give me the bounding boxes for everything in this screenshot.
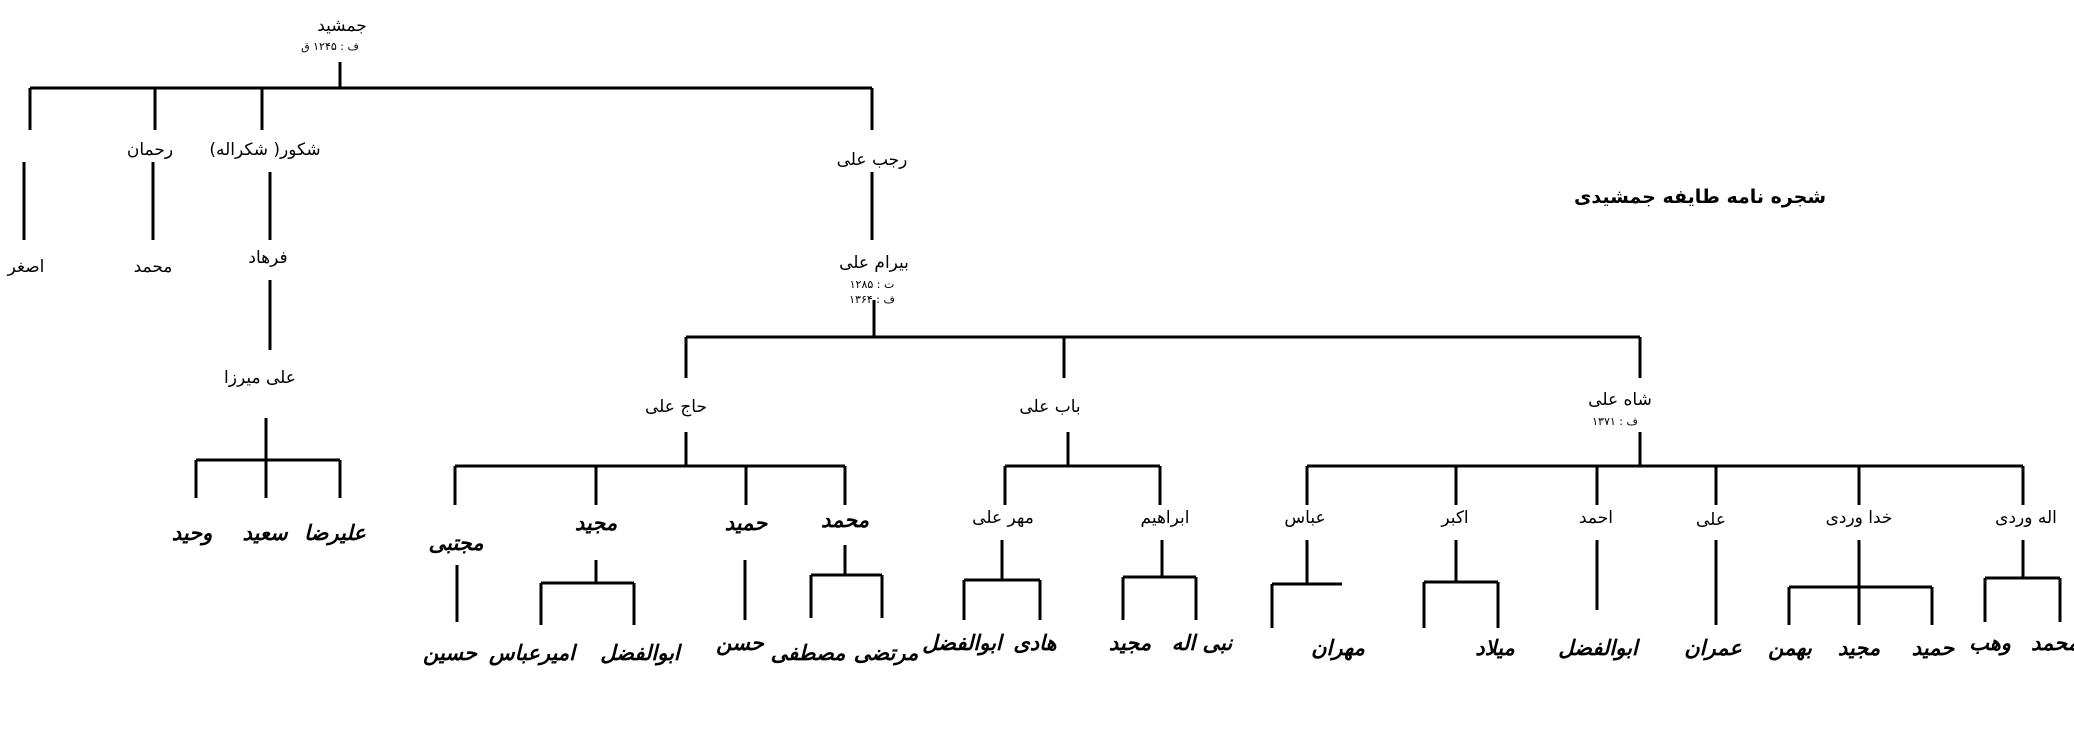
- tree-labels: شجره نامه طایفه جمشیدی جمشید ف : ۱۲۴۵ ق …: [7, 16, 2074, 666]
- diagram-title: شجره نامه طایفه جمشیدی: [1574, 186, 1826, 208]
- node-shahali: شاه علی: [1588, 390, 1652, 410]
- node-milad: میلاد: [1475, 635, 1515, 660]
- node-abolfazl-2: ابوالفضل: [922, 630, 1005, 656]
- node-mohammad-3: محمد: [2031, 630, 2074, 655]
- node-morteza: مرتضی: [854, 640, 919, 666]
- node-rahman: رحمان: [127, 140, 173, 160]
- node-shokur: شکور( شکراله): [209, 140, 320, 160]
- node-ahmad: احمد: [1579, 508, 1613, 528]
- node-jamshid: جمشید: [317, 16, 367, 36]
- node-hasan: حسن: [716, 630, 765, 656]
- node-mohammad2: محمد: [821, 507, 870, 532]
- node-abbas: عباس: [1284, 508, 1325, 528]
- node-hamid-2: حمید: [1912, 635, 1956, 660]
- node-hamid: حمید: [725, 510, 769, 535]
- node-bahramali-born: ت : ۱۲۸۵: [850, 278, 895, 291]
- node-hajali: حاج علی: [645, 397, 707, 417]
- node-mohammad: محمد: [134, 257, 173, 277]
- node-mojtaba: مجتبی: [429, 530, 485, 555]
- node-hosein: حسین: [423, 640, 478, 666]
- node-asghar: اصغر: [7, 257, 45, 277]
- node-babali: باب علی: [1019, 397, 1080, 417]
- node-nabiollah: نبی اله: [1172, 630, 1234, 655]
- node-mostafa: مصطفی: [771, 640, 847, 665]
- node-majid-3: مجید: [1838, 635, 1881, 660]
- node-akbar: اکبر: [1440, 508, 1468, 528]
- node-ebrahim: ابراهیم: [1141, 508, 1190, 528]
- node-khodaverdi: خدا وردی: [1826, 508, 1893, 528]
- node-majid-2: مجید: [1109, 630, 1152, 655]
- node-vahid: وحید: [172, 520, 212, 546]
- node-alimirza: علی میرزا: [224, 368, 296, 388]
- node-allahverdi: اله وردی: [1995, 508, 2057, 528]
- node-mehrali: مهر علی: [972, 508, 1034, 528]
- node-alireza: علیرضا: [304, 520, 366, 546]
- node-bahman: بهمن: [1768, 635, 1813, 661]
- node-emran: عمران: [1684, 635, 1742, 661]
- node-bahramali: بیرام علی: [839, 253, 909, 273]
- node-abolfazl-3: ابوالفضل: [1558, 635, 1641, 661]
- node-majid: مجید: [575, 510, 618, 535]
- node-jamshid-date: ف : ۱۲۴۵ ق: [301, 40, 359, 53]
- node-abolfazl-1: ابوالفضل: [600, 640, 683, 666]
- connector-lines: [22, 62, 2062, 628]
- node-hadi: هادی: [1013, 630, 1056, 655]
- node-bahramali-died: ف : ۱۳۶۴: [849, 293, 895, 306]
- node-saeed: سعید: [242, 520, 288, 545]
- node-ali: علی: [1696, 510, 1726, 530]
- node-farhad: فرهاد: [248, 248, 287, 268]
- node-mehran: مهران: [1311, 635, 1366, 661]
- node-amirabbas: امیرعباس: [488, 640, 578, 666]
- node-rajabali: رجب علی: [837, 150, 908, 170]
- node-shahali-date: ف : ۱۳۷۱: [1592, 415, 1638, 428]
- node-vahab: وهب: [1969, 630, 2011, 656]
